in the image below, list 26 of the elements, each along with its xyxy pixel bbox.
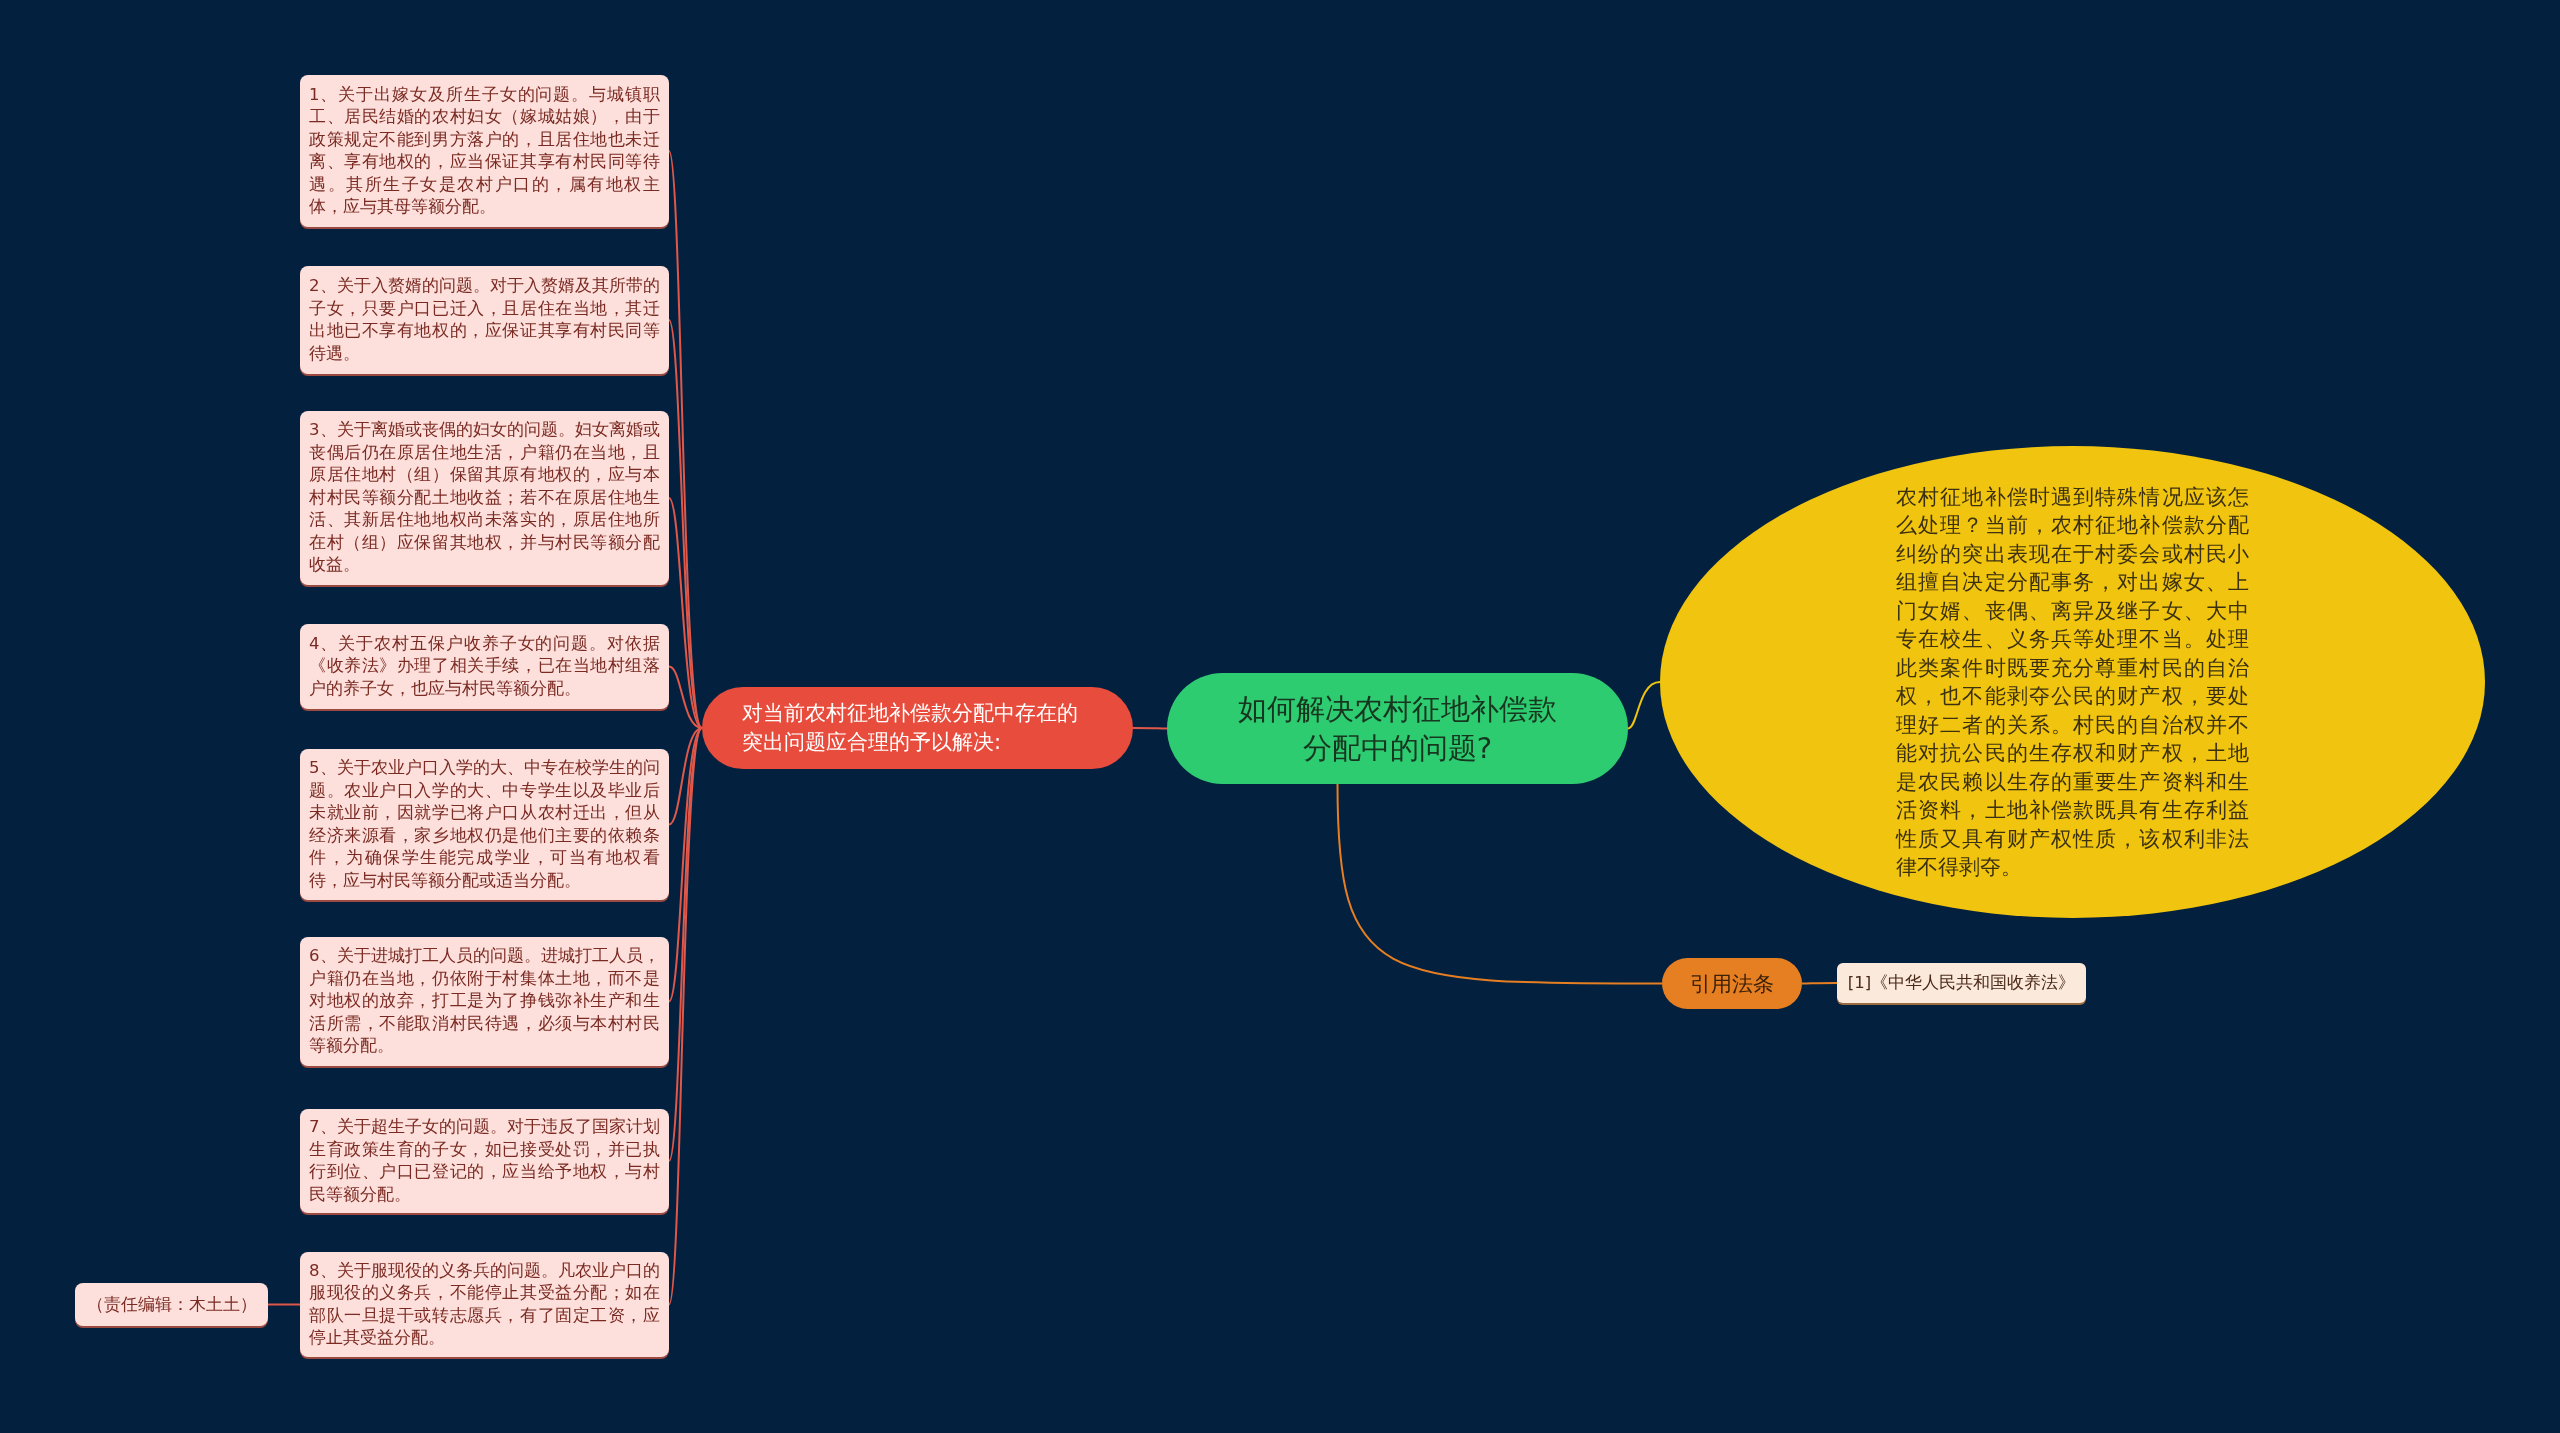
connector	[1801, 982, 1838, 985]
topic-pill: 如何解决农村征地补偿款分配中的问题?	[1167, 673, 1628, 784]
note-card: （责任编辑：木土土）	[75, 1283, 268, 1326]
category-pill: 引用法条	[1662, 958, 1802, 1009]
connector	[668, 665, 703, 729]
connector	[668, 727, 703, 1003]
text-card: 8、关于服现役的义务兵的问题。凡农业户口的服现役的义务兵，不能停止其受益分配；如在部队一旦提干或转志愿兵，有了固定工资，应停止其受益分配。	[300, 1252, 669, 1357]
text-card: 4、关于农村五保户收养子女的问题。对依据《收养法》办理了相关手续，已在当地村组落户的养子女，也应与村民等额分配。	[300, 624, 669, 709]
text-card: 1、关于出嫁女及所生子女的问题。与城镇职工、居民结婚的农村妇女（嫁城姑娘），由于政策规定不能到男方落户的，且居住地也未迁离、享有地权的，应当保证其享有村民同等待遇。其所生子女是农村户口的，属有地权主体，应与其母等额分配。	[300, 75, 669, 227]
text-card: 7、关于超生子女的问题。对于违反了国家计划生育政策生育的子女，如已接受处罚，并已执行到位、户口已登记的，应当给予地权，与村民等额分配。	[300, 1109, 669, 1213]
connector	[668, 727, 703, 1306]
connector	[1627, 681, 1661, 730]
connector	[668, 497, 703, 729]
connector	[1132, 727, 1168, 730]
text-card: 6、关于进城打工人员的问题。进城打工人员，户籍仍在当地，仍依附于村集体土地，而不是对地权的放弃，打工是为了挣钱弥补生产和生活所需，不能取消村民待遇，必须与本村村民等额分配。	[300, 937, 669, 1066]
connector	[267, 1303, 301, 1306]
connector	[668, 727, 703, 826]
reference-card: [1]《中华人民共和国收养法》	[1837, 963, 2086, 1003]
branch-pill: 对当前农村征地补偿款分配中存在的突出问题应合理的予以解决:	[702, 687, 1133, 769]
topic-ellipse: 农村征地补偿时遇到特殊情况应该怎么处理？当前，农村征地补偿款分配纠纷的突出表现在于村委会或村民小组擅自决定分配事务，对出嫁女、上门女婿、丧偶、离异及继子女、大中专在校生、义务兵等处理不当。处理此类案件时既要充分尊重村民的自治权，也不能剥夺公民的财产权，要处理好二者的关系。村民的自治权并不能对抗公民的生存权和财产权，土地是农民赖以生存的重要生产资料和生活资料，土地补偿款既具有生存利益性质又具有财产权性质，该权利非法律不得剥夺。	[1660, 446, 2485, 918]
text-card: 3、关于离婚或丧偶的妇女的问题。妇女离婚或丧偶后仍在原居住地生活，户籍仍在当地，且原居住地村（组）保留其原有地权的，应与本村村民等额分配土地收益；若不在原居住地生活、其新居住地地权尚未落实的，原居住地所在村（组）应保留其地权，并与村民等额分配收益。	[300, 411, 669, 585]
connector	[1336, 783, 1663, 985]
text-card: 5、关于农业户口入学的大、中专在校学生的问题。农业户口入学的大、中专学生以及毕业后未就业前，因就学已将户口从农村迁出，但从经济来源看，家乡地权仍是他们主要的依赖条件，为确保学生能完成学业，可当有地权看待，应与村民等额分配或适当分配。	[300, 749, 669, 900]
connector	[668, 727, 703, 1162]
connector	[668, 150, 703, 729]
text-card: 2、关于入赘婿的问题。对于入赘婿及其所带的子女，只要户口已迁入，且居住在当地，其迁出地已不享有地权的，应保证其享有村民同等待遇。	[300, 266, 669, 374]
